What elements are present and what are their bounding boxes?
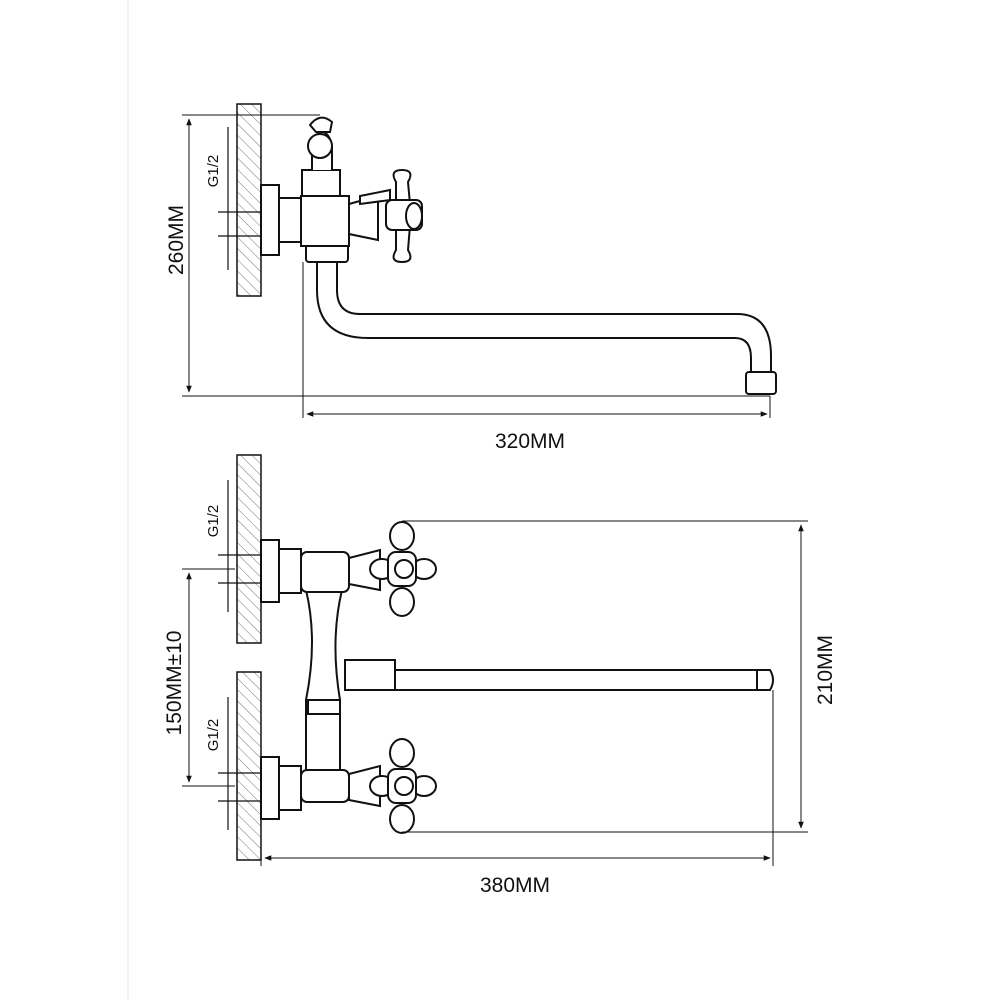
front-body-ring xyxy=(307,699,341,715)
front-spout-tube xyxy=(394,669,758,691)
side-height-label: 260MM xyxy=(165,205,188,275)
side-cross-handle xyxy=(385,168,423,264)
side-flange xyxy=(260,184,280,256)
side-valve-cap xyxy=(359,188,391,206)
front-view: 150MM±10 210MM 380MM G1/2 G1/2 xyxy=(163,454,837,897)
front-height-label: 210MM xyxy=(814,635,837,705)
side-thread-label: G1/2 xyxy=(205,155,222,188)
front-valve-bonnet-top xyxy=(348,548,381,592)
front-flange-bottom xyxy=(260,756,280,820)
front-center-distance-label: 150MM±10 xyxy=(163,631,186,736)
side-shower-hook xyxy=(308,116,334,133)
front-valve-body-bottom xyxy=(300,769,350,803)
front-valve-body-top xyxy=(300,551,350,593)
front-wall-top xyxy=(236,454,262,644)
side-shower-ring xyxy=(307,133,333,159)
front-spout-tip xyxy=(756,669,774,691)
front-flange-top xyxy=(260,539,280,603)
side-body xyxy=(300,195,350,247)
side-wall xyxy=(236,103,262,297)
front-valve-bonnet-bottom xyxy=(348,764,381,808)
front-cross-handle-bottom xyxy=(369,738,437,834)
side-shower-nut xyxy=(301,169,341,197)
side-spout xyxy=(316,261,772,375)
side-eccentric xyxy=(278,197,302,243)
front-spout-base xyxy=(344,659,396,691)
front-width-label: 380MM xyxy=(480,874,550,897)
front-eccentric-bottom xyxy=(278,765,302,811)
front-eccentric-top xyxy=(278,548,302,594)
side-width-label: 320MM xyxy=(495,430,565,453)
front-thread-label-top: G1/2 xyxy=(205,505,222,538)
side-aerator xyxy=(745,371,777,395)
front-thread-label-bottom: G1/2 xyxy=(205,719,222,752)
front-wall-bottom xyxy=(236,671,262,861)
side-view: 260MM 320MM G1/2 xyxy=(165,103,777,453)
front-cross-handle-top xyxy=(369,521,437,617)
